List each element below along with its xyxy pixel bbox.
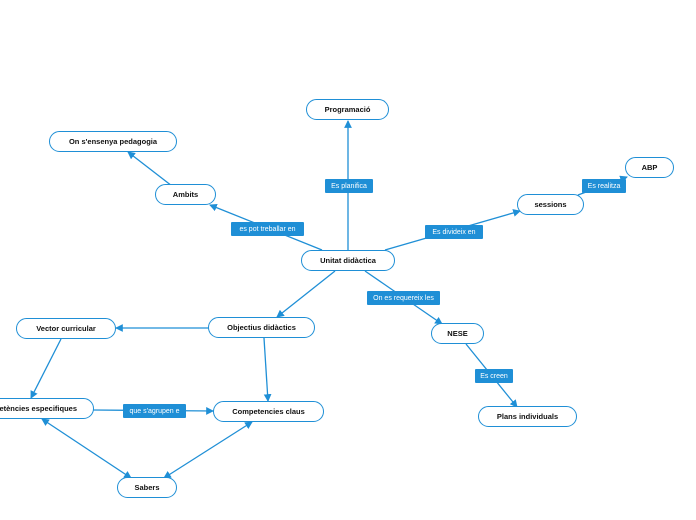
node-competencies-especifiques[interactable]: Competències especifiques	[0, 398, 94, 419]
node-plans-individuals[interactable]: Plans individuals	[478, 406, 577, 427]
edge-objectius-claus	[263, 337, 272, 402]
node-nese[interactable]: NESE	[431, 323, 484, 344]
node-ambits[interactable]: Ambits	[155, 184, 216, 205]
edge-vector-especifiques	[30, 338, 62, 399]
label-es-pot-treballar-en: es pot treballar en	[231, 222, 304, 236]
label-on-es-requereix-les: On es requereix les	[367, 291, 440, 305]
label-es-creen: Es creen	[475, 369, 513, 383]
node-on-ensenya-pedagogia[interactable]: On s'ensenya pedagogia	[49, 131, 177, 152]
node-vector-curricular[interactable]: Vector curricular	[16, 318, 116, 339]
label-es-planifica: Es planifica	[325, 179, 373, 193]
label-es-realitza: Es realitza	[582, 179, 626, 193]
label-es-divideix-en: Es divideix en	[425, 225, 483, 239]
edge-especifiques-sabers	[41, 418, 132, 479]
node-unitat-didactica[interactable]: Unitat didàctica	[301, 250, 395, 271]
node-sessions[interactable]: sessions	[517, 194, 584, 215]
node-abp[interactable]: ABP	[625, 157, 674, 178]
edge-claus-sabers	[163, 421, 253, 479]
node-competencies-especifiques-text: Competències especifiques	[0, 404, 77, 413]
node-competencies-claus[interactable]: Competencies claus	[213, 401, 324, 422]
label-que-sagrupen-e: que s'agrupen e	[123, 404, 186, 418]
node-sabers[interactable]: Sabers	[117, 477, 177, 498]
edge-unitat-objectius	[276, 270, 336, 318]
node-programacio[interactable]: Programació	[306, 99, 389, 120]
edge-ambits-ensenya	[127, 151, 173, 187]
node-objectius-didactics[interactable]: Objectius didàctics	[208, 317, 315, 338]
